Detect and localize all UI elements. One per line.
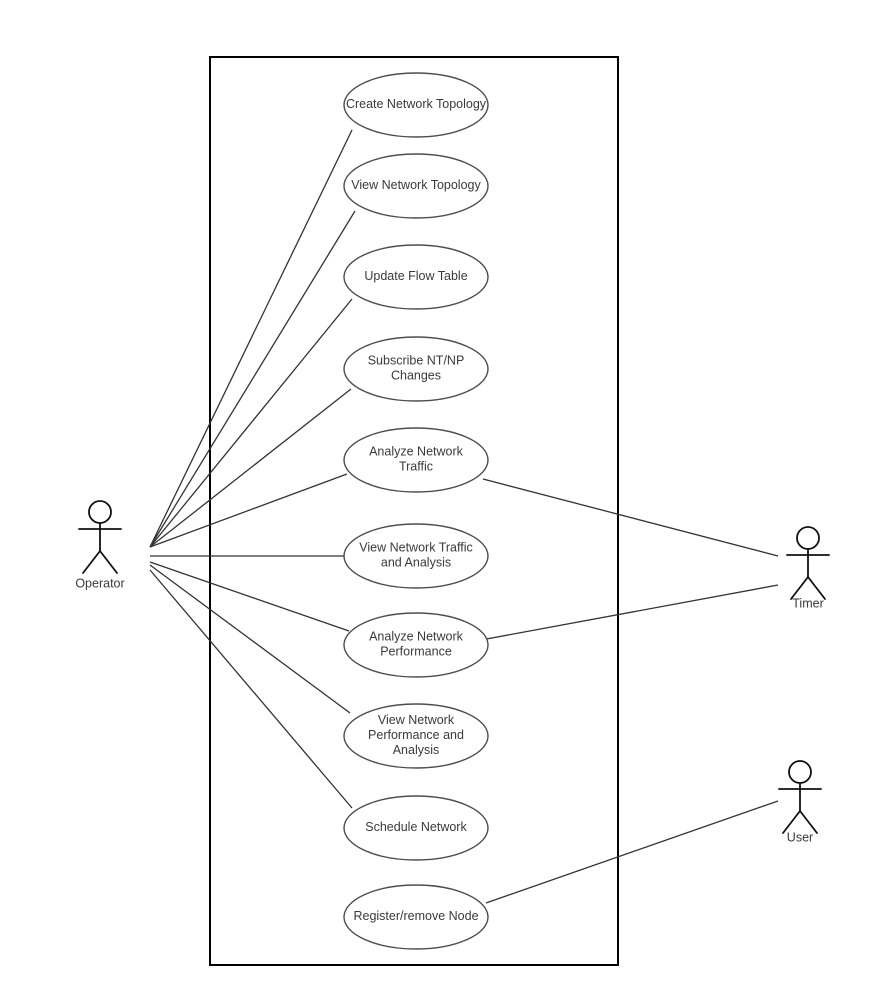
use-case-ellipse <box>343 703 489 769</box>
use-case-ellipse <box>343 72 489 138</box>
association-line-operator-analyze-network-traffic[interactable] <box>149 473 348 548</box>
actor-right-leg-icon <box>99 550 118 574</box>
association-line-operator-subscribe-nt-np-changes[interactable] <box>149 388 352 548</box>
actor-head-icon <box>788 760 812 784</box>
use-case-ellipse <box>343 153 489 219</box>
association-line-operator-view-network-performance-and-analysis[interactable] <box>149 564 351 714</box>
use-case-ellipse <box>343 612 489 678</box>
use-case-create-network-topology[interactable]: Create Network Topology <box>343 72 489 138</box>
association-line-analyze-network-performance-timer[interactable] <box>480 584 779 641</box>
actor-left-leg-icon <box>790 576 809 600</box>
use-case-label: Create Network Topology <box>346 97 487 111</box>
use-case-ellipse <box>343 427 489 493</box>
use-case-label: Schedule Network <box>365 820 467 834</box>
actor-right-leg-icon <box>799 810 818 834</box>
use-case-register-remove-node[interactable]: Register/remove Node <box>343 884 489 950</box>
use-case-schedule-network[interactable]: Schedule Network <box>343 795 489 861</box>
use-case-ellipse <box>343 523 489 589</box>
association-line-operator-schedule-network[interactable] <box>149 569 353 809</box>
actor-head-icon <box>88 500 112 524</box>
association-line-operator-analyze-network-performance[interactable] <box>149 561 350 632</box>
actor-operator[interactable]: Operator <box>75 500 125 590</box>
association-line-register-remove-node-user[interactable] <box>485 800 779 904</box>
actor-head-icon <box>796 526 820 550</box>
association-line-analyze-network-traffic-timer[interactable] <box>482 478 779 557</box>
use-case-ellipse <box>343 336 489 402</box>
actor-label: Operator <box>75 576 124 590</box>
use-case-label: Register/remove Node <box>353 909 478 923</box>
actor-right-leg-icon <box>807 576 826 600</box>
use-case-update-flow-table[interactable]: Update Flow Table <box>343 244 489 310</box>
actor-label: Timer <box>792 596 823 610</box>
association-line-operator-view-network-topology[interactable] <box>149 210 356 548</box>
actor-left-leg-icon <box>82 550 101 574</box>
association-line-operator-create-network-topology[interactable] <box>149 129 353 548</box>
use-case-ellipse <box>343 795 489 861</box>
associations-layer <box>149 129 779 904</box>
use-case-label: Update Flow Table <box>364 269 467 283</box>
actor-label: User <box>787 830 813 844</box>
association-line-operator-update-flow-table[interactable] <box>149 298 353 548</box>
use-case-ellipse <box>343 884 489 950</box>
actor-left-leg-icon <box>782 810 801 834</box>
actor-timer[interactable]: Timer <box>786 526 830 610</box>
actor-user[interactable]: User <box>778 760 822 844</box>
use-case-view-network-topology[interactable]: View Network Topology <box>343 153 489 219</box>
use-case-label: View Network Topology <box>351 178 481 192</box>
use-case-ellipse <box>343 244 489 310</box>
